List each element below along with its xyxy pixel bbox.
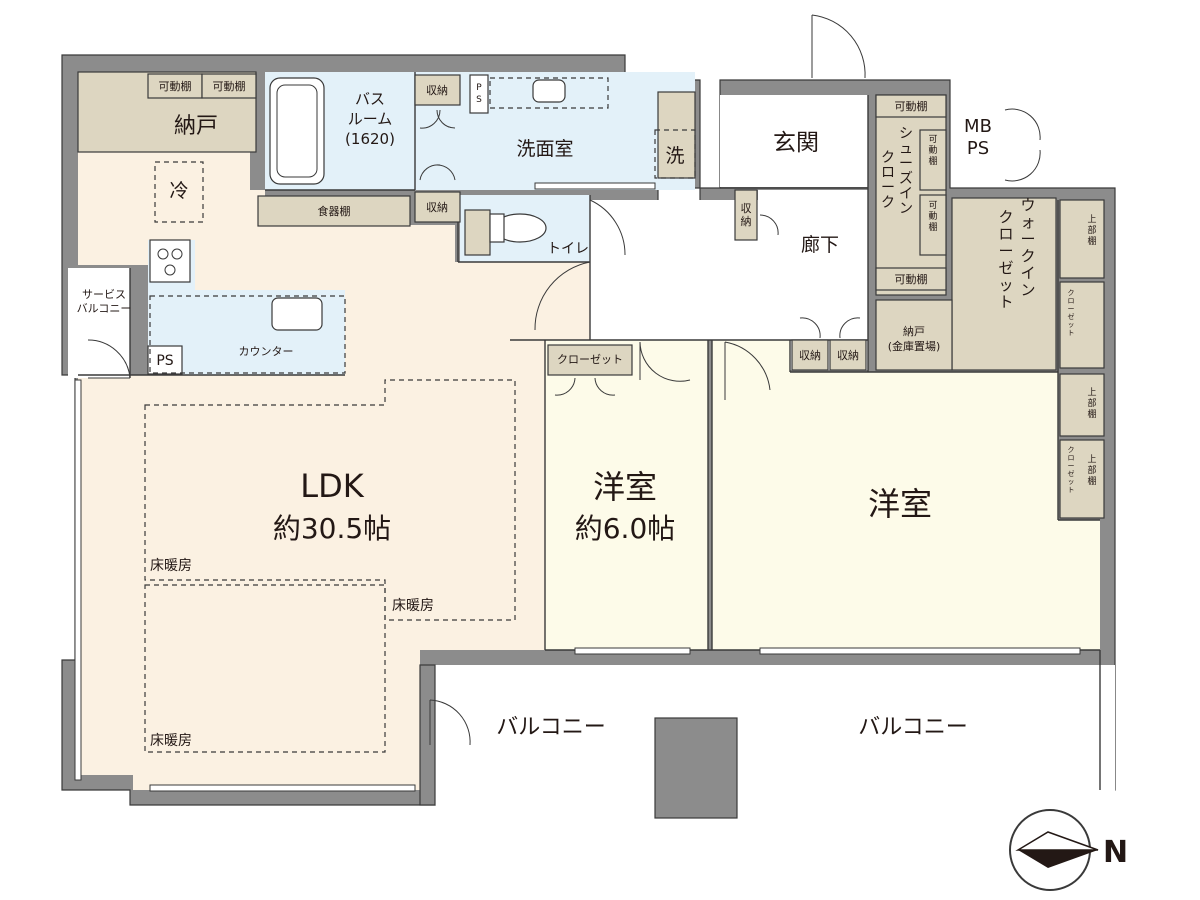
bath-label: バスルーム(1620) bbox=[345, 90, 395, 148]
storage-units bbox=[147, 73, 1105, 519]
counter-label: カウンター bbox=[239, 345, 294, 358]
shoes-label-col1: シューズイン bbox=[899, 126, 913, 217]
cupboard-label: 食器棚 bbox=[318, 204, 351, 218]
movable-shelf-5: 可動棚 bbox=[928, 134, 937, 167]
hallway-label: 廊下 bbox=[801, 234, 839, 256]
mbps-floor bbox=[958, 95, 1000, 185]
balcony-floor bbox=[420, 665, 1115, 805]
floor-heating-label-2: 床暖房 bbox=[392, 598, 434, 614]
western-room-2-title: 洋室 bbox=[868, 485, 932, 523]
hallway-floor bbox=[590, 190, 868, 370]
storage-label-5: 収納 bbox=[741, 202, 752, 228]
western-room-2-floor bbox=[712, 340, 1100, 650]
storage-label-1: 収納 bbox=[426, 84, 448, 97]
storage-label-2: 収納 bbox=[426, 201, 448, 214]
storeroom-label: 納戸 bbox=[174, 114, 218, 139]
upper-cabinet-1: 上部棚 bbox=[1087, 214, 1096, 247]
storage-label-3: 収納 bbox=[799, 349, 821, 362]
entrance-label: 玄関 bbox=[773, 130, 819, 156]
movable-shelf-6: 可動棚 bbox=[928, 200, 937, 233]
closet-label-3: クローゼット bbox=[1068, 446, 1075, 494]
movable-shelf-1: 可動棚 bbox=[159, 79, 192, 93]
closet-label-1: クローゼット bbox=[557, 353, 623, 366]
balcony-label-2: バルコニー bbox=[858, 715, 968, 740]
storage-label-4: 収納 bbox=[837, 349, 859, 362]
storeroom-safe-label: 納戸(金庫置場) bbox=[888, 325, 941, 353]
western-room-1-size: 約6.0帖 bbox=[575, 512, 676, 545]
fixtures bbox=[147, 74, 696, 375]
shoes-label-col2: クローク bbox=[881, 150, 895, 211]
compass-icon bbox=[1009, 809, 1099, 891]
entrance-floor bbox=[720, 95, 868, 187]
balcony-label-1: バルコニー bbox=[496, 715, 606, 740]
window-sashes bbox=[74, 182, 1081, 792]
door-swings bbox=[87, 14, 1041, 746]
walkin-closet-floor bbox=[951, 197, 1057, 371]
closet-label-2: クローゼット bbox=[1068, 289, 1075, 337]
balcony-wall bbox=[419, 664, 436, 806]
balcony-pillar bbox=[654, 717, 738, 819]
western-room-1-floor bbox=[545, 340, 708, 650]
ldk-title: LDK bbox=[300, 467, 364, 505]
service-balcony-floor bbox=[68, 268, 130, 378]
storeroom-safe-floor bbox=[875, 299, 953, 371]
ldk-size: 約30.5帖 bbox=[273, 512, 391, 545]
floor-heating-label-1: 床暖房 bbox=[150, 558, 192, 574]
service-balcony-label: サービスバルコニー bbox=[77, 288, 132, 315]
compass-north-label: N bbox=[1103, 835, 1128, 870]
floor-heating-zones bbox=[144, 379, 516, 753]
toilet-label: トイレ bbox=[547, 241, 589, 257]
fridge-label: 冷 bbox=[169, 180, 188, 202]
washer-label: 洗 bbox=[665, 145, 684, 167]
western-room-1-title: 洋室 bbox=[593, 468, 657, 506]
upper-cabinet-2: 上部棚 bbox=[1087, 387, 1096, 420]
walkin-label-col1: ウォークイン bbox=[1020, 196, 1035, 299]
walkin-label-col2: クローゼット bbox=[998, 208, 1013, 311]
washroom-label: 洗面室 bbox=[516, 138, 573, 160]
movable-shelf-4: 可動棚 bbox=[895, 272, 928, 286]
movable-shelf-2: 可動棚 bbox=[213, 79, 246, 93]
floor-heating-label-3: 床暖房 bbox=[150, 733, 192, 749]
movable-shelf-3: 可動棚 bbox=[895, 99, 928, 113]
ps-label-kitchen: PS bbox=[156, 353, 173, 369]
upper-cabinet-3: 上部棚 bbox=[1087, 454, 1096, 487]
